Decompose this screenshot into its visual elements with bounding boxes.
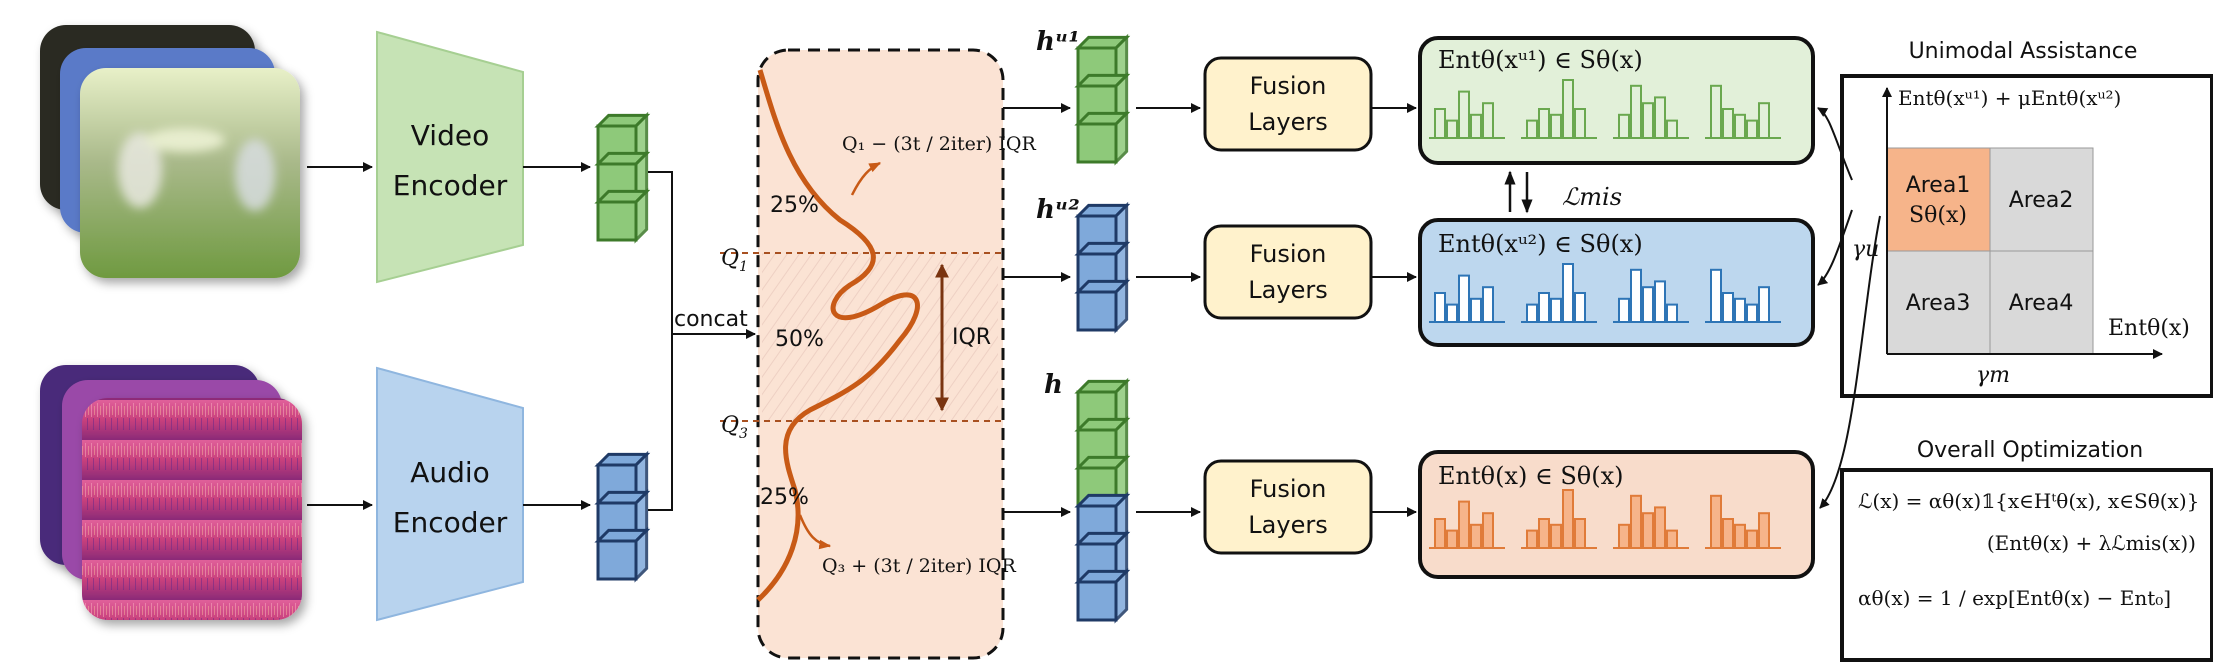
q3-label: Q3 [721, 413, 748, 442]
hu2-label: hᵘ² [1036, 195, 1080, 225]
overall-title: Overall Optimization [1917, 438, 2143, 463]
upper-formula-arrow [850, 161, 882, 196]
area1-sub-label: Sθ(x) [1909, 203, 1967, 228]
fusion-layers-middle-line1: Fusion [1250, 240, 1327, 268]
hu2-feature-cube-3 [1074, 277, 1131, 334]
unimodal-panel: Entθ(xᵘ¹) + μEntθ(xᵘ²) Entθ(x) γu γm Are… [1840, 74, 2213, 398]
q1-label: Q1 [721, 246, 748, 275]
gamma-m-label: γm [1976, 363, 2010, 388]
y-axis-label: Entθ(xᵘ¹) + μEntθ(xᵘ²) [1898, 86, 2121, 110]
video-encoder-line1: Video [411, 119, 489, 152]
iqr-label: IQR [952, 325, 991, 350]
concat-label: concat [674, 307, 748, 332]
middle-hist-2 [1521, 263, 1597, 324]
top-hist-4 [1705, 84, 1781, 140]
unimodal-arrow-middle [1817, 209, 1853, 286]
upper-formula: Q₁ − (3t / 2iter) IQR [842, 133, 1036, 155]
fusion-layers-top-line2: Layers [1248, 108, 1327, 136]
area3-label: Area3 [1906, 291, 1971, 316]
video-encoder-line2: Encoder [393, 169, 508, 202]
middle-hist-4 [1705, 268, 1781, 324]
video-feature-cube-2 [594, 149, 651, 206]
top-hist-1 [1429, 90, 1505, 140]
hu1-feature-cube-3 [1074, 109, 1131, 166]
video-frames [40, 25, 300, 278]
hu1-label: hᵘ¹ [1036, 27, 1080, 57]
fusion-layers-bottom-line1: Fusion [1250, 475, 1327, 503]
entropy-box-top: Entθ(xᵘ¹) ∈ Sθ(x) [1418, 36, 1815, 165]
bottom-hist-2 [1521, 489, 1597, 549]
area2-label: Area2 [2009, 188, 2074, 213]
entropy-box-middle: Entθ(xᵘ²) ∈ Sθ(x) [1418, 218, 1815, 347]
concat-arrow-video [648, 171, 756, 339]
area1-cell [1886, 147, 1991, 252]
pct-top: 25% [770, 193, 819, 218]
video-encoder: Video Encoder [376, 30, 524, 284]
x-axis-label: Entθ(x) [2108, 316, 2190, 341]
concat-arrow-audio [648, 334, 673, 511]
distribution-curve [756, 69, 920, 602]
overall-line1: ℒ(x) = αθ(x)𝟙{x∈Hᵗθ(x), x∈Sθ(x)} [1858, 489, 2199, 513]
overall-panel: ℒ(x) = αθ(x)𝟙{x∈Hᵗθ(x), x∈Sθ(x)} (Entθ(x… [1840, 468, 2213, 662]
bottom-hist-4 [1705, 494, 1781, 550]
area2-cell [1989, 147, 2094, 252]
entropy-box-middle-label: Entθ(xᵘ²) ∈ Sθ(x) [1438, 230, 1643, 258]
audio-encoder-line1: Audio [410, 456, 490, 489]
overall-line2: (Entθ(x) + λℒmis(x)) [1987, 531, 2196, 555]
unimodal-arrow-top [1817, 107, 1853, 181]
area1-label: Area1 [1906, 173, 1971, 198]
distribution-panel: 25% 50% 25% Q1 Q3 IQR Q₁ − (3t / 2iter) … [720, 48, 1036, 660]
h-feature-audio-cube-3 [1074, 567, 1131, 624]
bottom-hist-3 [1613, 494, 1689, 550]
fusion-layers-bottom-line2: Layers [1248, 511, 1327, 539]
unimodal-arrow-bottom [1819, 215, 1881, 509]
middle-hist-1 [1429, 274, 1505, 324]
fusion-layers-middle-line2: Layers [1248, 276, 1327, 304]
overall-line3: αθ(x) = 1 / exp[Entθ(x) − Ent₀] [1858, 586, 2171, 610]
audio-encoder: Audio Encoder [376, 366, 524, 622]
top-hist-3 [1613, 84, 1689, 140]
top-hist-2 [1521, 79, 1597, 140]
middle-hist-3 [1613, 268, 1689, 324]
bottom-hist-1 [1429, 500, 1505, 550]
entropy-box-bottom: Entθ(x) ∈ Sθ(x) [1418, 450, 1815, 579]
audio-feature-cube-3 [594, 526, 651, 583]
video-feature-cube-3 [594, 187, 651, 244]
fusion-layers-top-line1: Fusion [1250, 72, 1327, 100]
audio-encoder-line2: Encoder [393, 506, 508, 539]
unimodal-title: Unimodal Assistance [1909, 39, 2138, 64]
area4-label: Area4 [2009, 291, 2074, 316]
lower-formula: Q₃ + (3t / 2iter) IQR [822, 555, 1016, 577]
pct-bottom: 25% [760, 485, 809, 510]
audio-spectrograms [40, 365, 302, 620]
entropy-box-bottom-label: Entθ(x) ∈ Sθ(x) [1438, 462, 1624, 490]
h-label: h [1044, 370, 1063, 400]
lower-formula-arrow [798, 514, 832, 550]
h-feature-video-cube-2 [1074, 415, 1131, 472]
mis-label: ℒmis [1562, 183, 1622, 211]
pct-mid: 50% [775, 327, 824, 352]
entropy-box-top-label: Entθ(xᵘ¹) ∈ Sθ(x) [1438, 46, 1643, 74]
